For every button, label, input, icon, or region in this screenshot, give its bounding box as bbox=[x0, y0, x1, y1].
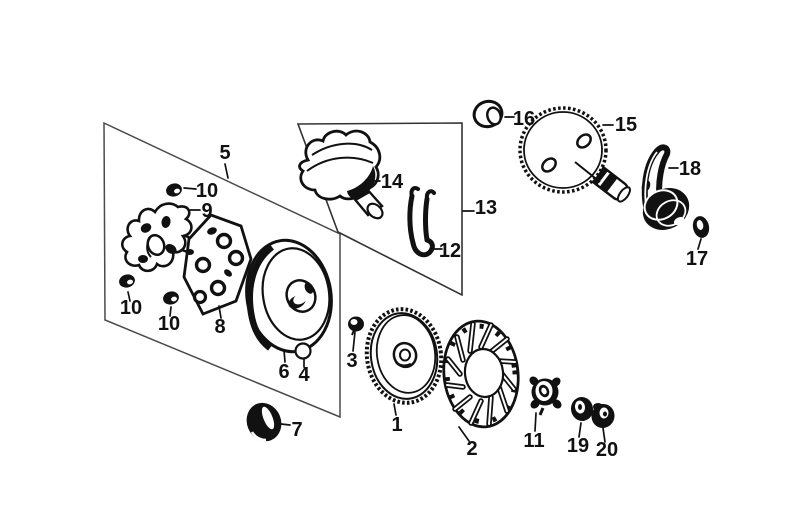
part-10-bolt-middle bbox=[163, 291, 179, 305]
leader-2 bbox=[458, 426, 470, 442]
leader-8 bbox=[218, 305, 222, 319]
leader-10-top bbox=[183, 187, 197, 190]
callout-14: 14 bbox=[381, 171, 404, 193]
leader-5 bbox=[224, 163, 229, 179]
callout-13: 13 bbox=[475, 197, 497, 219]
part-18-spring bbox=[641, 144, 690, 230]
part-19-nut bbox=[570, 397, 594, 421]
callout-10-left: 10 bbox=[120, 297, 142, 319]
leader-11 bbox=[534, 412, 537, 432]
callout-15: 15 bbox=[615, 114, 637, 136]
part-7-collar bbox=[246, 402, 282, 442]
part-11-lock-nut bbox=[529, 376, 562, 416]
leader-1 bbox=[393, 403, 397, 416]
part-1-drive-face-gear bbox=[364, 307, 444, 405]
part-2-fan-pulley bbox=[442, 319, 520, 429]
panel-outline bbox=[103, 121, 341, 419]
leader-10-middle bbox=[169, 306, 172, 317]
part-12-clip bbox=[407, 186, 436, 258]
callout-12: 12 bbox=[439, 240, 461, 262]
callout-3: 3 bbox=[346, 350, 357, 372]
part-4-washer bbox=[294, 342, 312, 360]
callout-8: 8 bbox=[214, 316, 225, 338]
callout-19: 19 bbox=[567, 435, 589, 457]
part-20-cap-nut bbox=[591, 403, 615, 428]
leader-20 bbox=[602, 427, 606, 443]
part-10-bolt-left bbox=[119, 274, 135, 288]
callout-10-middle: 10 bbox=[158, 313, 180, 335]
leader-3 bbox=[352, 331, 356, 352]
leader-6 bbox=[283, 349, 286, 363]
part-16-bushing bbox=[472, 99, 504, 129]
callout-17: 17 bbox=[686, 248, 708, 270]
callout-20: 20 bbox=[596, 439, 618, 461]
callout-9: 9 bbox=[201, 200, 212, 222]
part-15-kick-spindle bbox=[518, 106, 632, 203]
callout-7: 7 bbox=[291, 419, 302, 441]
callout-16: 16 bbox=[513, 108, 535, 130]
part-8-ramp-plate bbox=[182, 213, 253, 316]
part-10-bolt-top bbox=[166, 183, 182, 197]
leader-19 bbox=[578, 422, 582, 438]
callout-4: 4 bbox=[298, 364, 310, 386]
callout-18: 18 bbox=[679, 158, 701, 180]
callout-1: 1 bbox=[391, 414, 402, 436]
part-3-nut bbox=[348, 316, 364, 336]
callout-5: 5 bbox=[219, 142, 230, 164]
leader-7 bbox=[280, 423, 291, 426]
part-17-washer bbox=[692, 216, 710, 238]
callout-10-top: 10 bbox=[196, 180, 218, 202]
leader-10-left bbox=[127, 291, 131, 302]
callout-11: 11 bbox=[523, 430, 544, 452]
callout-2: 2 bbox=[466, 438, 477, 460]
leader-17 bbox=[697, 238, 702, 250]
part-14-ratchet bbox=[298, 129, 384, 220]
part-6-drive-face bbox=[245, 238, 333, 354]
callout-6: 6 bbox=[278, 361, 289, 383]
